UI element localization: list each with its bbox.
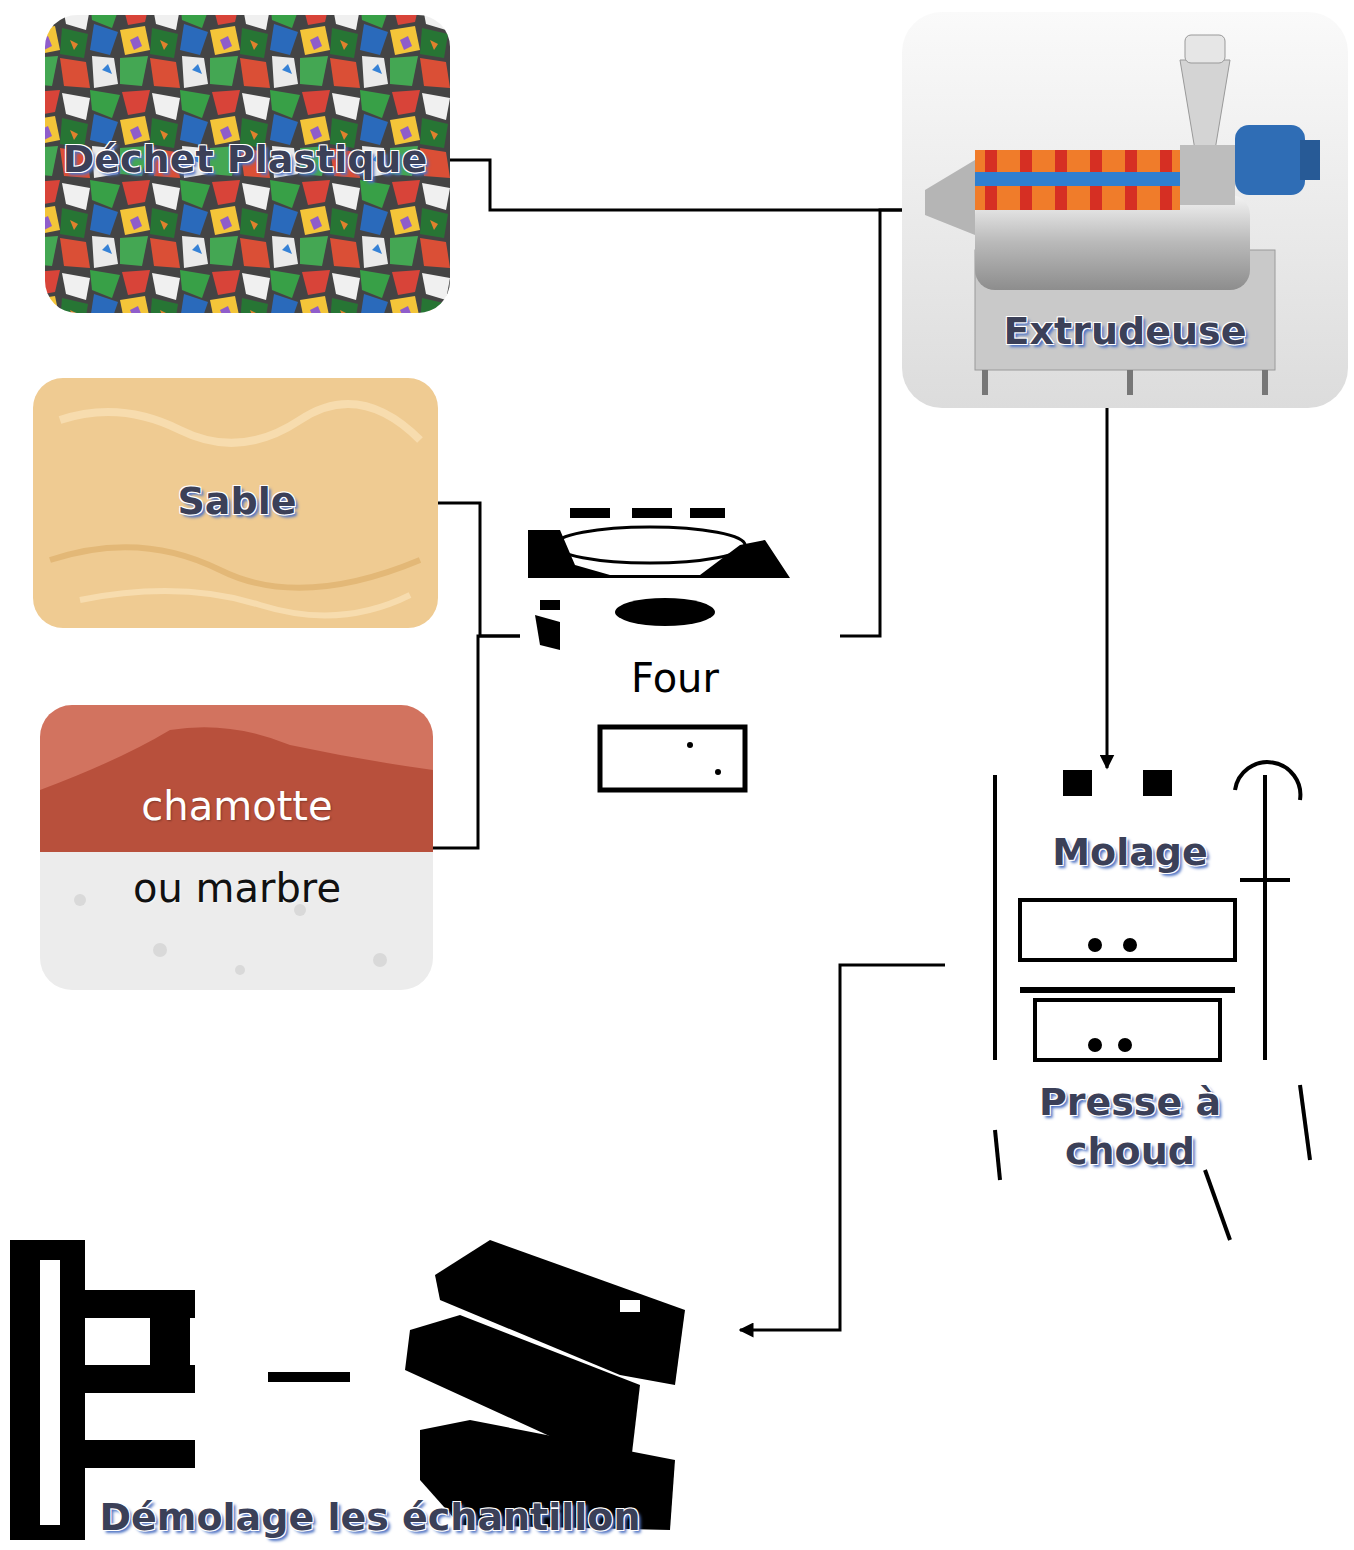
node-label: Extrudeuse (915, 307, 1335, 356)
node-label: Presse à choud (1028, 1078, 1233, 1177)
node-label: Déchet Plastique (45, 135, 445, 184)
node-label: Molage (980, 828, 1280, 877)
demolding-sketch (10, 1240, 685, 1540)
image-box: Déchet Plastique (45, 15, 450, 313)
image-box: Sable (33, 378, 438, 628)
connector (438, 503, 520, 636)
image-box: MolagePresse à choud (945, 768, 1310, 1240)
connector (1106, 408, 1109, 768)
node-label: ou marbre (52, 862, 422, 914)
plastic-photo (45, 15, 450, 313)
image-box: chamotte ou marbre (40, 705, 433, 990)
chamotte-marble-photo (40, 705, 433, 990)
connector (840, 210, 902, 636)
image-box: Extrudeuse (902, 12, 1348, 408)
image-box: Démolage les échantillon (10, 1238, 740, 1543)
extruder-photo (902, 12, 1348, 408)
image-box: Four (520, 490, 840, 795)
oven-sketch (528, 508, 790, 790)
sand-photo (33, 378, 438, 628)
node-label: Sable (47, 477, 427, 526)
node-label: chamotte (52, 780, 422, 832)
node-label: Four (545, 652, 805, 704)
connector (740, 965, 945, 1330)
node-label: Démolage les échantillon (20, 1493, 720, 1542)
connector (450, 160, 902, 210)
connector (433, 636, 520, 848)
